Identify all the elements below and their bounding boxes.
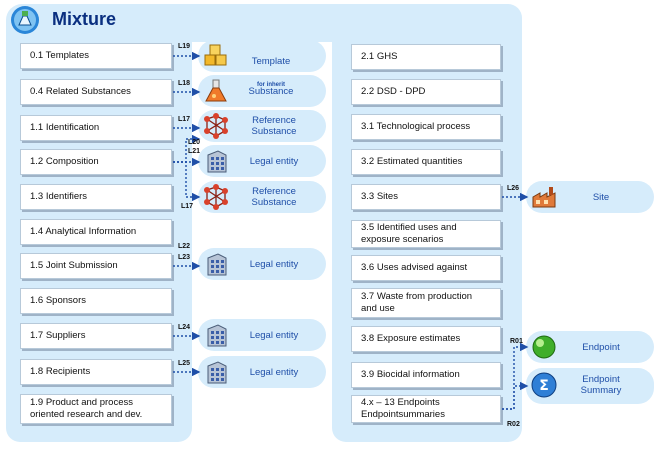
page-title: Mixture <box>52 9 117 29</box>
box-templates[interactable]: 0.1 Templates <box>20 43 172 69</box>
link-label: L21 <box>188 148 201 155</box>
box-waste-from-production[interactable]: 3.7 Waste from production and use <box>351 288 501 318</box>
target-label-substance: Substance <box>248 86 294 97</box>
link-label: L20 <box>188 139 201 146</box>
box-joint-submission[interactable]: 1.5 Joint Submission <box>20 253 172 279</box>
molecule-icon <box>204 184 228 210</box>
box-sites[interactable]: 3.3 Sites <box>351 184 501 210</box>
link-label: L18 <box>178 80 191 87</box>
link-label: L22 <box>178 243 191 250</box>
target-label-site: Site <box>592 192 610 203</box>
link-label: L25 <box>178 360 191 367</box>
box-biocidal-information[interactable]: 3.9 Biocidal information <box>351 362 501 388</box>
sigma-icon: Σ <box>531 372 557 398</box>
link-label: L17 <box>181 203 194 210</box>
link-label: L26 <box>507 185 520 192</box>
building-icon <box>207 253 227 276</box>
box-identification[interactable]: 1.1 Identification <box>20 115 172 141</box>
building-icon <box>207 150 227 173</box>
flask-icon <box>205 79 227 102</box>
box-analytical-information[interactable]: 1.4 Analytical Information <box>20 219 172 245</box>
box-related-substances[interactable]: 0.4 Related Substances <box>20 79 172 105</box>
template-sublabel: for inherit <box>257 82 285 88</box>
box-product-process-research[interactable]: 1.9 Product and process oriented researc… <box>20 394 172 424</box>
box-dsd-dpd[interactable]: 2.2 DSD - DPD <box>351 79 501 105</box>
target-label-template: Template for inherit <box>236 45 306 91</box>
box-uses-advised-against[interactable]: 3.6 Uses advised against <box>351 255 501 281</box>
link-label: L24 <box>178 324 191 331</box>
box-exposure-estimates[interactable]: 3.8 Exposure estimates <box>351 326 501 352</box>
box-recipients[interactable]: 1.8 Recipients <box>20 359 172 385</box>
box-sponsors[interactable]: 1.6 Sponsors <box>20 288 172 314</box>
target-label-reference-substance-2: Reference Substance <box>251 186 297 208</box>
link-label: L19 <box>178 43 191 50</box>
box-composition[interactable]: 1.2 Composition <box>20 149 172 175</box>
link-label: L23 <box>178 254 191 261</box>
box-endpoints[interactable]: 4.x – 13 Endpoints Endpointsummaries <box>351 395 501 423</box>
pill-reference-substance-2[interactable] <box>198 181 326 213</box>
svg-text:Σ: Σ <box>539 378 549 394</box>
green-ball-icon <box>532 335 556 359</box>
link-label: R01 <box>510 338 523 345</box>
box-technological-process[interactable]: 3.1 Technological process <box>351 114 501 140</box>
pill-reference-substance-1[interactable] <box>198 110 326 142</box>
box-identified-uses[interactable]: 3.5 Identified uses and exposure scenari… <box>351 220 501 248</box>
target-label-endpoint: Endpoint <box>582 342 620 353</box>
box-suppliers[interactable]: 1.7 Suppliers <box>20 323 172 349</box>
link-label: R02 <box>507 421 520 428</box>
target-label-legal-entity-2: Legal entity <box>249 259 299 270</box>
template-label: Template <box>251 56 291 67</box>
molecule-icon <box>204 113 228 139</box>
template-cubes-icon <box>204 44 227 66</box>
target-label-legal-entity-3: Legal entity <box>249 330 299 341</box>
building-icon <box>207 361 227 384</box>
box-estimated-quantities[interactable]: 3.2 Estimated quantities <box>351 149 501 175</box>
box-identifiers[interactable]: 1.3 Identifiers <box>20 184 172 210</box>
box-ghs[interactable]: 2.1 GHS <box>351 44 501 70</box>
mixture-logo-icon <box>11 6 39 34</box>
link-label: L17 <box>178 116 191 123</box>
factory-icon <box>532 187 556 208</box>
target-label-endpoint-summary: Endpoint Summary <box>580 374 622 396</box>
target-label-legal-entity-4: Legal entity <box>249 367 299 378</box>
target-label-legal-entity-1: Legal entity <box>249 156 299 167</box>
target-label-reference-substance-1: Reference Substance <box>251 115 297 137</box>
building-icon <box>207 324 227 347</box>
